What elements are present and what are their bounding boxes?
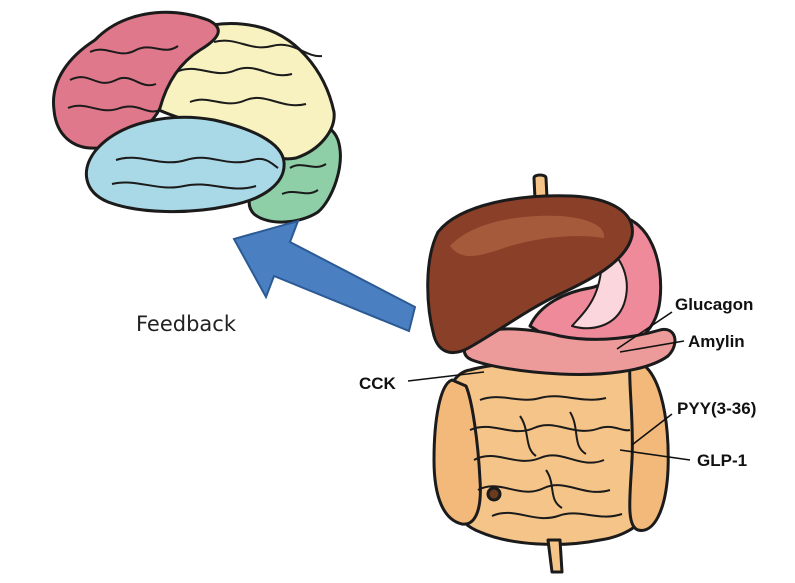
pyy-label: PYY(3-36) <box>677 400 756 417</box>
glucagon-label: Glucagon <box>675 296 753 313</box>
cck-label: CCK <box>359 375 396 392</box>
rectum <box>548 540 562 572</box>
feedback-label: Feedback <box>136 314 236 335</box>
brain <box>53 12 340 222</box>
large-intestine-right <box>630 360 669 530</box>
appendix-marker <box>488 488 500 500</box>
feedback-arrow <box>234 221 415 331</box>
amylin-label: Amylin <box>688 333 745 350</box>
glp1-label: GLP-1 <box>697 452 747 469</box>
